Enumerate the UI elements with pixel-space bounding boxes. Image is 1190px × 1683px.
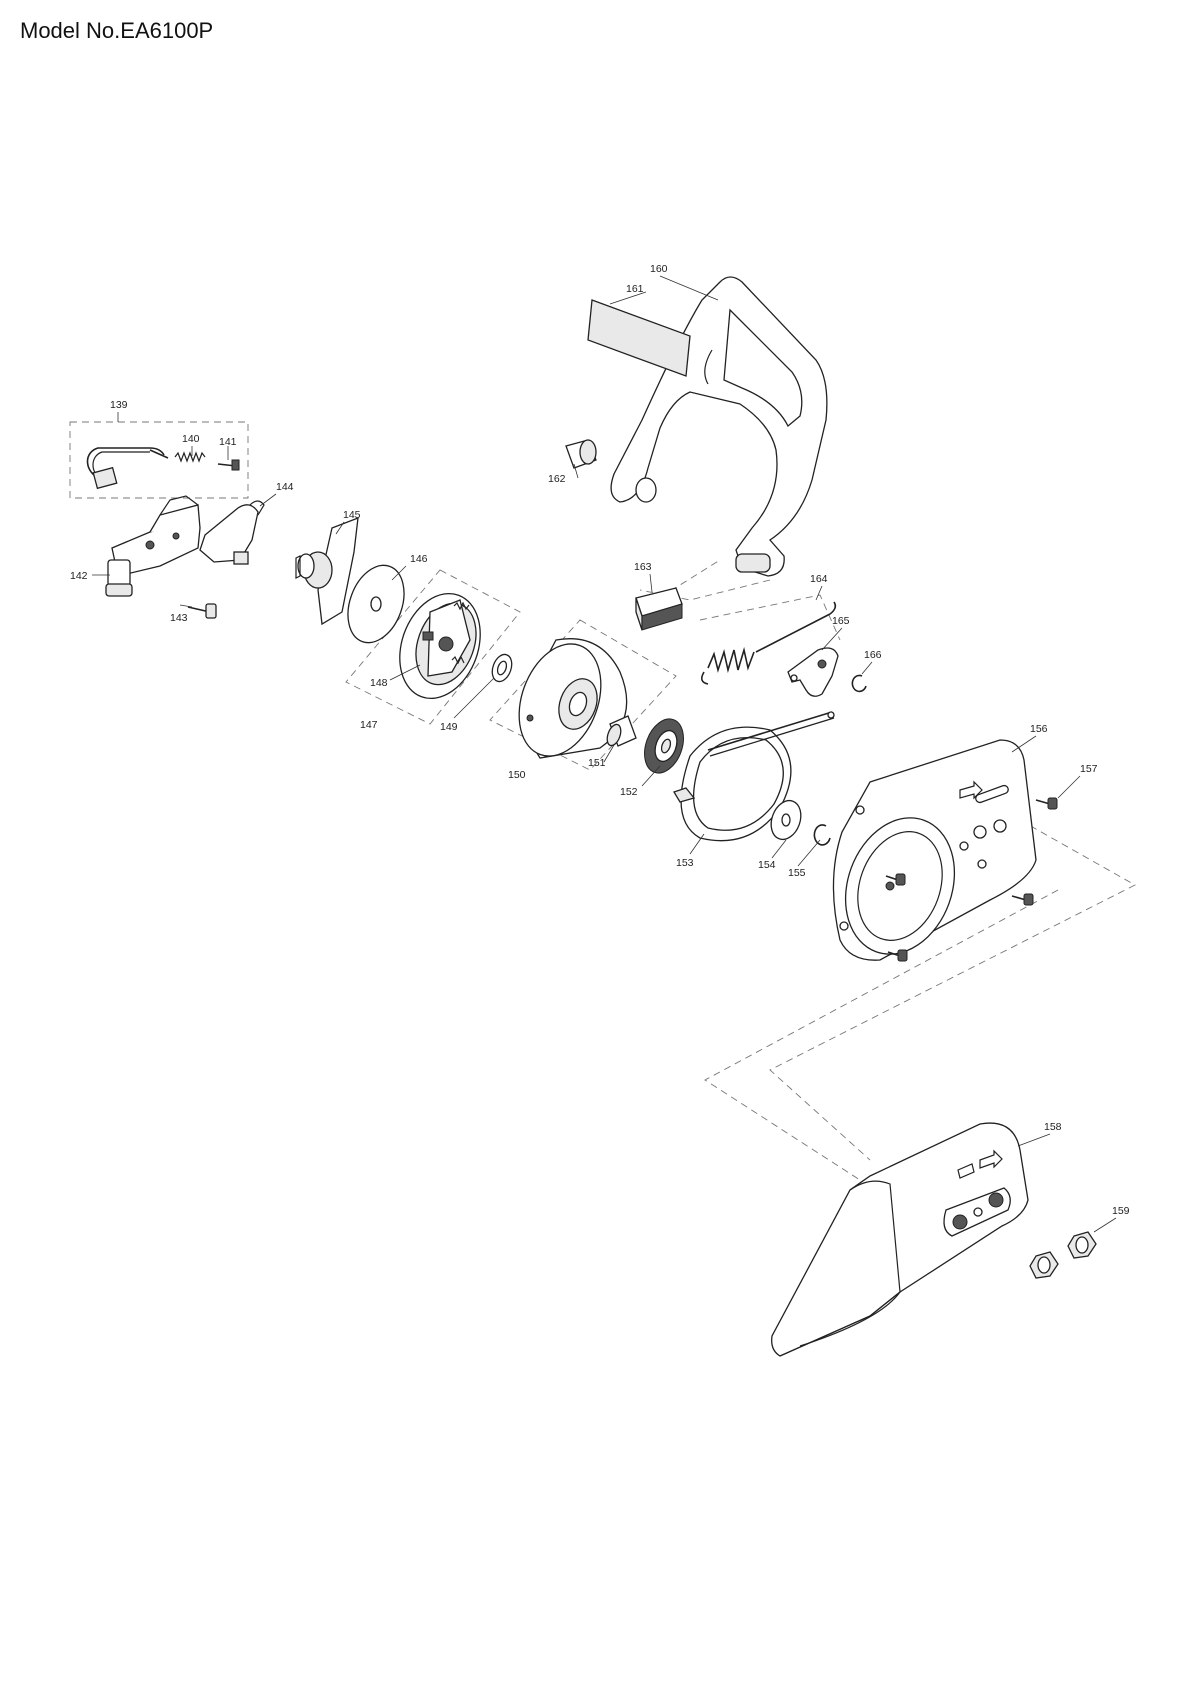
part-label-147: 147 [360,719,378,731]
part-label-140: 140 [182,433,200,445]
bolt-143 [187,603,217,619]
hand-guard-160 [610,276,828,577]
oil-pump-142 [105,495,201,597]
part-label-152: 152 [620,786,638,798]
brake-band-153 [673,711,835,842]
screw-cover-c [887,949,908,962]
screw-cover-d [885,873,906,886]
part-label-156: 156 [1030,723,1048,735]
nut-159 [1067,1231,1097,1259]
part-label-143: 143 [170,612,188,624]
part-label-146: 146 [410,553,428,565]
part-label-141: 141 [219,436,237,448]
bolt-141 [217,459,240,471]
collar-162 [565,439,597,469]
part-label-139: 139 [110,399,128,411]
outer-cover-158 [771,1122,1029,1357]
washer-146 [347,564,405,644]
part-label-158: 158 [1044,1121,1062,1133]
part-label-154: 154 [758,859,776,871]
part-label-163: 163 [634,561,652,573]
e-ring-155 [813,824,831,846]
part-labels: 139 140 141 142 143 144 145 146 147 148 … [70,263,1130,1217]
part-label-162: 162 [548,473,566,485]
guide-plate-144 [199,500,265,565]
cover-assembly-dashed-path [704,819,1136,1181]
group-box-164-166 [699,594,841,641]
model-number-title: Model No.EA6100P [20,18,214,43]
part-label-166: 166 [864,649,882,661]
part-label-159: 159 [1112,1205,1130,1217]
part-label-161: 161 [626,283,644,295]
part-label-157: 157 [1080,763,1098,775]
part-label-153: 153 [676,857,694,869]
e-ring-166 [851,674,867,693]
clutch-drum-150 [518,638,628,759]
label-161 [587,299,691,377]
part-label-151: 151 [588,757,606,769]
worm-gear-145 [295,517,359,626]
part-label-144: 144 [276,481,294,493]
part-label-160: 160 [650,263,668,275]
rubber-163 [635,587,683,631]
part-label-150: 150 [508,769,526,781]
leader-lines [92,275,1117,1233]
screw-cover-b [1011,893,1034,906]
washer-154 [770,799,802,841]
group-box-150 [489,619,677,771]
part-label-148: 148 [370,677,388,689]
lever-165 [787,647,839,697]
washer-149 [491,653,513,683]
part-label-165: 165 [832,615,850,627]
part-label-149: 149 [440,721,458,733]
part-label-142: 142 [70,570,88,582]
sprocket-152 [644,718,684,774]
spring-164 [700,601,837,685]
group-box-139 [69,421,249,499]
oil-hose [86,447,169,490]
spring-140 [174,451,206,463]
sprocket-cover-156 [832,739,1037,961]
nut-cover-b [1029,1251,1059,1279]
needle-bearing-151 [606,715,637,747]
part-label-145: 145 [343,509,361,521]
part-label-164: 164 [810,573,828,585]
screw-157 [1035,797,1058,810]
group-box-147 [345,569,521,725]
clutch-148 [399,592,481,700]
part-label-155: 155 [788,867,806,879]
